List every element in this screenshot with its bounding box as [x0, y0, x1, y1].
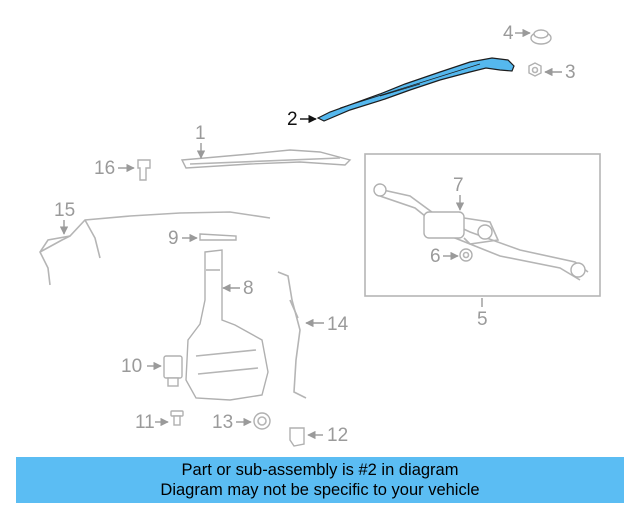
callout-7: 7 — [453, 175, 464, 196]
callout-13: 13 — [212, 412, 233, 433]
callout-5: 5 — [477, 309, 488, 330]
callout-12: 12 — [327, 425, 348, 446]
pump-part-10 — [163, 355, 183, 387]
banner-line-2: Diagram may not be specific to your vehi… — [160, 481, 480, 499]
bracket-part-12 — [289, 427, 305, 447]
reservoir-part-8 — [185, 249, 269, 401]
callout-8: 8 — [243, 278, 254, 299]
banner-line-1: Part or sub-assembly is #2 in diagram — [181, 461, 459, 479]
clip-part-16 — [137, 159, 151, 181]
hose-part-15 — [39, 211, 271, 286]
callout-1: 1 — [195, 123, 206, 144]
callout-14: 14 — [327, 314, 349, 335]
nut-part-3 — [528, 62, 542, 77]
hose-part-14 — [277, 271, 307, 399]
callout-2: 2 — [287, 109, 298, 130]
linkage-part-5 — [373, 183, 589, 281]
callout-4: 4 — [503, 23, 514, 44]
nut-part-6 — [459, 248, 473, 262]
cowl-part-1 — [180, 149, 352, 169]
nozzle-part-9 — [199, 233, 237, 241]
callout-15: 15 — [54, 200, 75, 221]
fastener-part-11 — [170, 410, 184, 426]
callout-3: 3 — [565, 62, 576, 83]
wiper-arm-part-2[interactable] — [316, 57, 515, 122]
callout-10: 10 — [121, 356, 142, 377]
info-banner: Part or sub-assembly is #2 in diagram Di… — [16, 457, 624, 503]
callout-9: 9 — [168, 228, 179, 249]
callout-6: 6 — [430, 246, 441, 267]
callout-16: 16 — [94, 158, 115, 179]
motor-part-7 — [423, 211, 500, 245]
callout-11: 11 — [135, 412, 155, 433]
grommet-part-13 — [253, 412, 271, 430]
linkage-box-part-5 — [364, 153, 601, 297]
cap-part-4 — [530, 29, 552, 45]
